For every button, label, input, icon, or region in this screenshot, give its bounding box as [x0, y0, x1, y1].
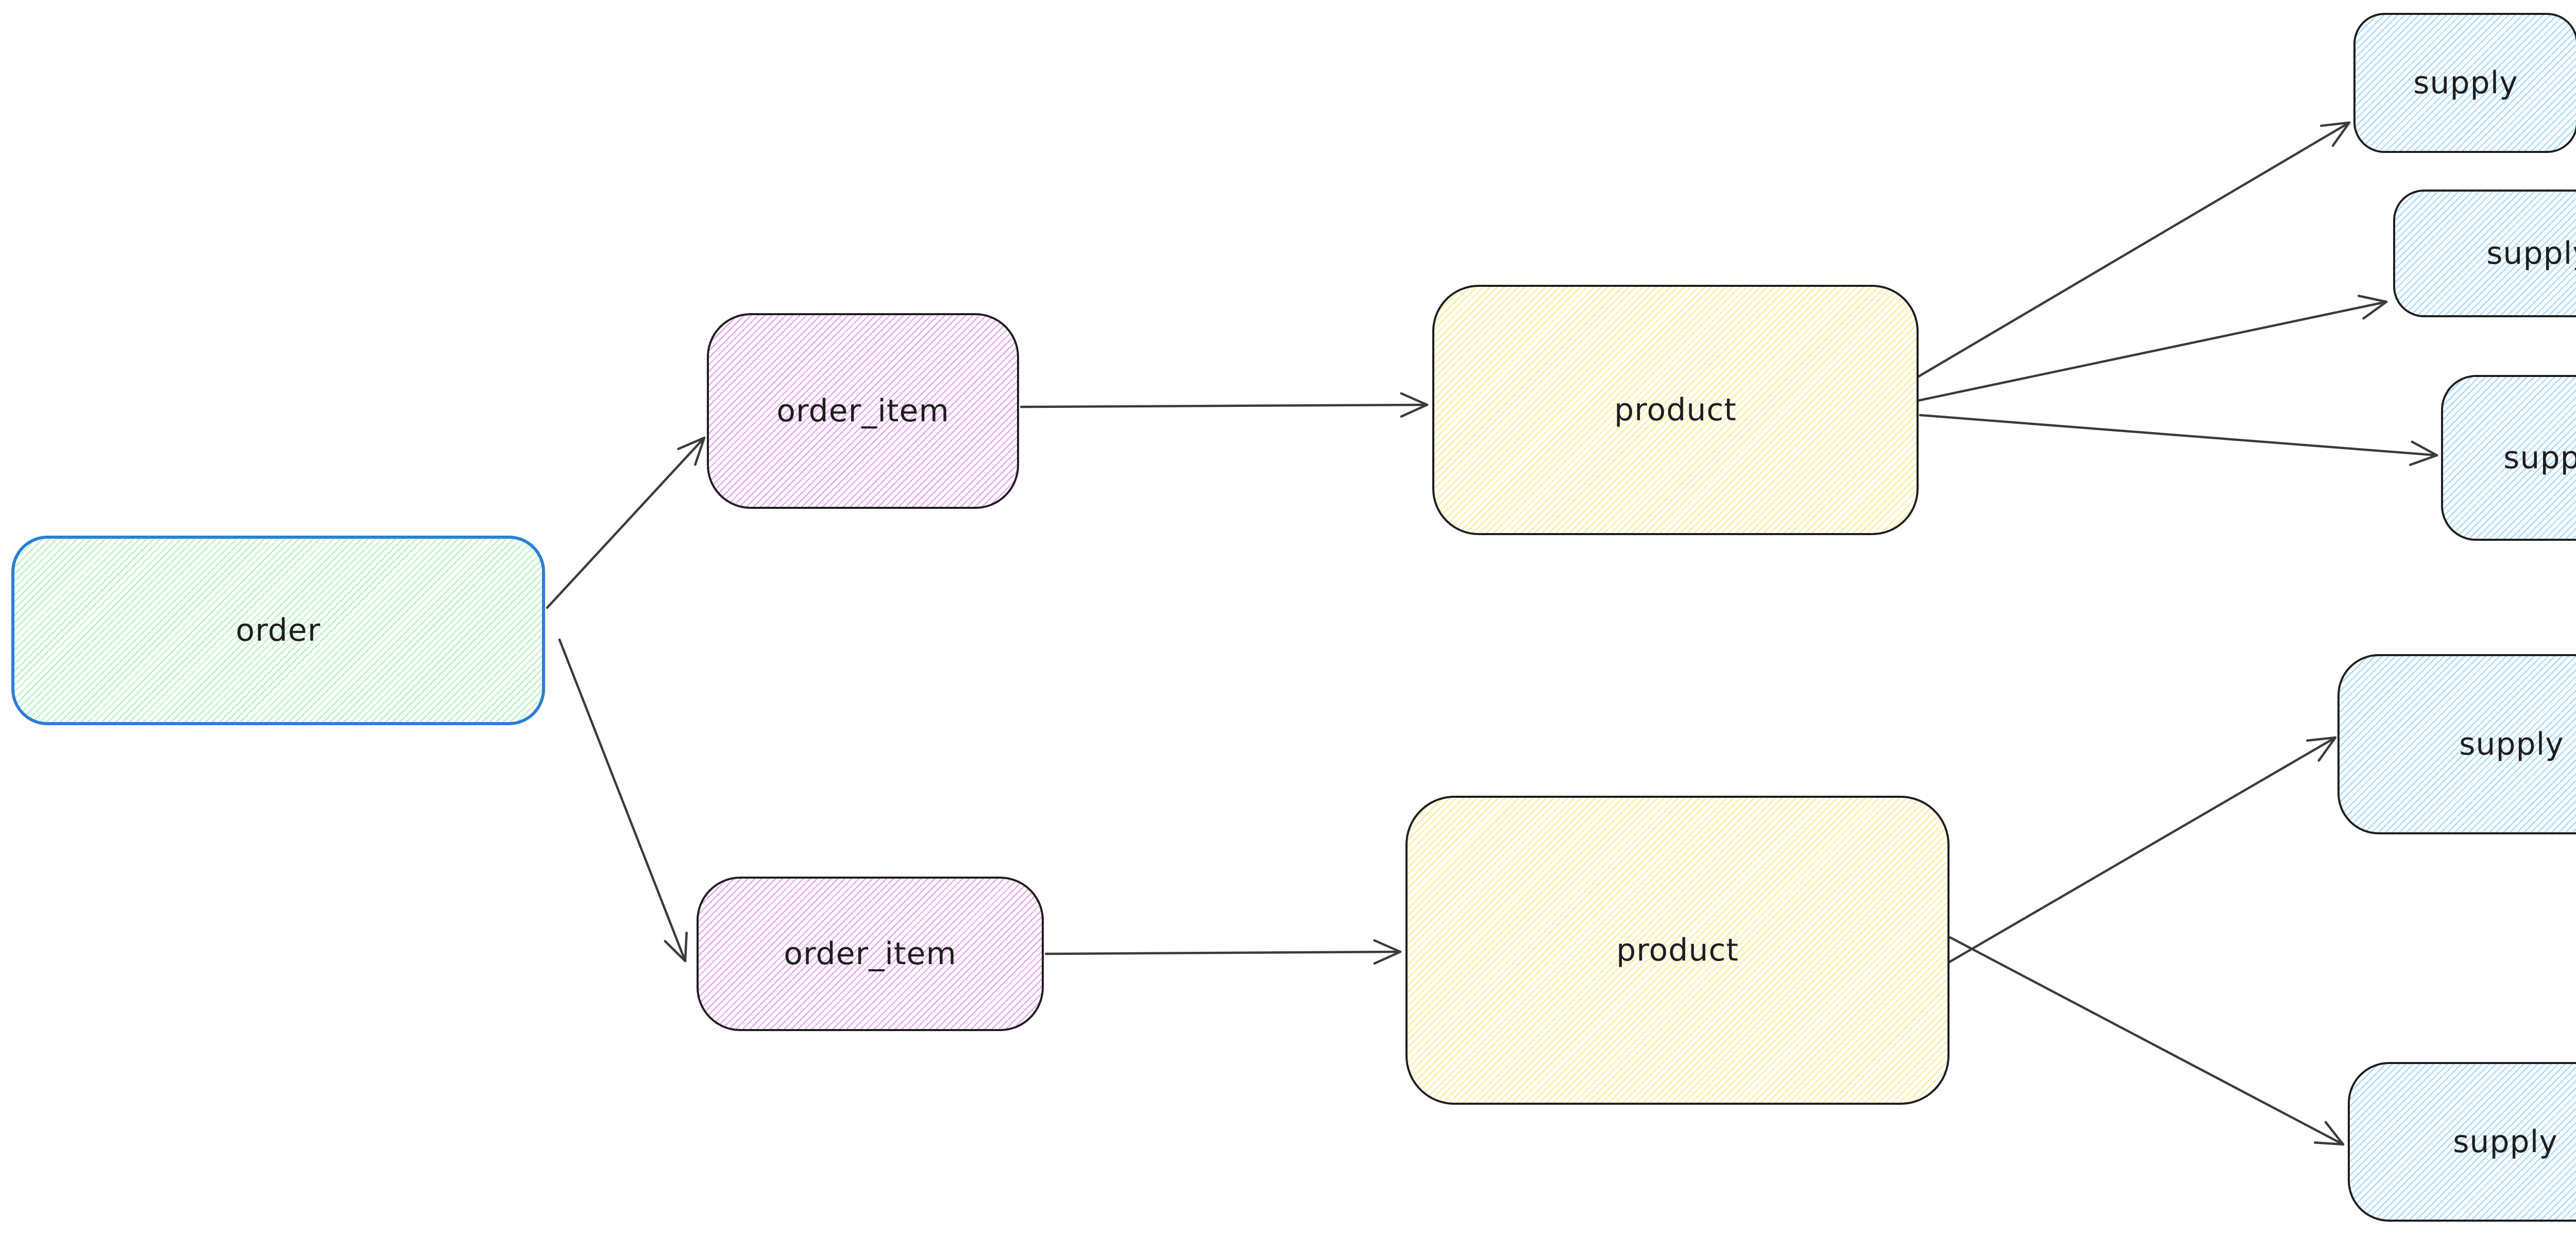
edge-order-to-order-item-1[interactable]: [546, 436, 706, 609]
arrowhead: [1400, 392, 1429, 418]
node-supply-1-label: supply: [2413, 65, 2518, 101]
node-product-1-label: product: [1614, 392, 1737, 428]
node-supply-5-label: supply: [2453, 1124, 2558, 1160]
node-supply-2-label: supply: [2486, 235, 2576, 271]
edge-product-1-to-supply-1[interactable]: [1911, 121, 2351, 382]
edge-order-item-1-to-product-1[interactable]: [1020, 403, 1429, 408]
edge-order-item-2-to-product-2[interactable]: [1044, 950, 1402, 955]
arrowhead: [664, 931, 688, 963]
edge-order-to-order-item-2[interactable]: [558, 638, 687, 963]
arrowhead: [2409, 440, 2438, 466]
node-supply-3[interactable]: supply: [2441, 375, 2576, 541]
arrowhead: [2357, 295, 2388, 320]
arrowhead: [2313, 1121, 2345, 1146]
edge-product-1-to-supply-2[interactable]: [1916, 300, 2388, 402]
arrowhead: [2306, 736, 2337, 762]
node-product-1[interactable]: product: [1432, 285, 1919, 535]
node-product-2[interactable]: product: [1405, 796, 1950, 1105]
arrowhead: [1373, 939, 1402, 965]
node-order-label: order: [235, 612, 321, 648]
node-order-item-1-label: order_item: [776, 393, 950, 429]
node-supply-1[interactable]: supply: [2353, 13, 2576, 153]
node-order-item-1[interactable]: order_item: [707, 313, 1019, 509]
node-product-2-label: product: [1616, 932, 1739, 968]
edge-product-2-to-supply-5[interactable]: [1948, 936, 2345, 1146]
arrowhead: [2320, 121, 2351, 147]
node-supply-2[interactable]: supply: [2393, 190, 2576, 317]
node-supply-3-label: supply: [2503, 440, 2576, 476]
node-order-item-2-label: order_item: [784, 936, 957, 972]
edge-product-1-to-supply-3[interactable]: [1919, 414, 2438, 457]
node-supply-4-label: supply: [2459, 726, 2564, 762]
arrowhead: [677, 436, 706, 466]
edge-product-2-to-supply-4[interactable]: [1946, 736, 2337, 965]
node-order[interactable]: order: [11, 536, 545, 725]
node-supply-5[interactable]: supply: [2348, 1062, 2576, 1222]
node-order-item-2[interactable]: order_item: [697, 877, 1044, 1031]
node-supply-4[interactable]: supply: [2337, 654, 2576, 834]
